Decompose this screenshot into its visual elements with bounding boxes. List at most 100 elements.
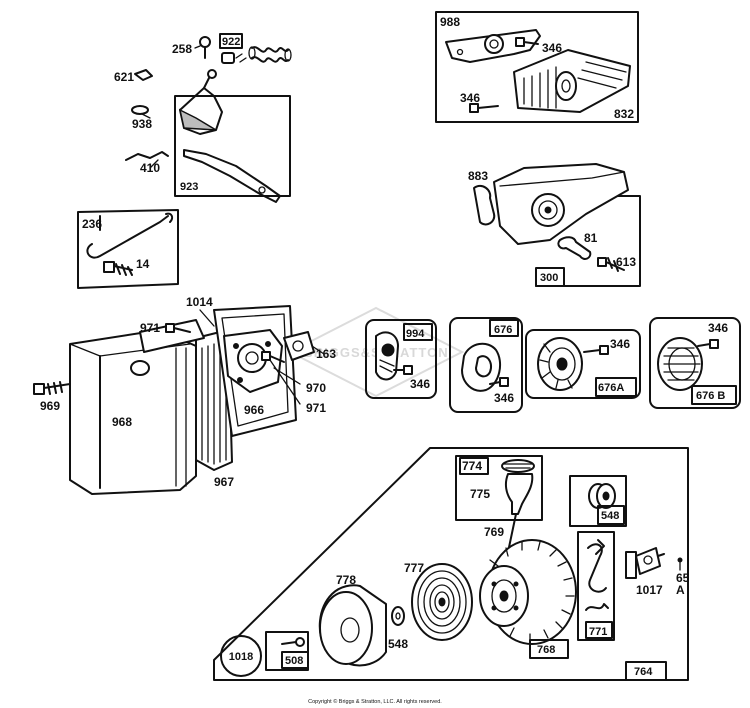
part-81-link bbox=[557, 236, 592, 260]
part-346-screw-d bbox=[489, 377, 509, 387]
box-764 bbox=[625, 661, 667, 681]
label-65A: A bbox=[676, 583, 685, 597]
label-967: 967 bbox=[214, 475, 234, 489]
group-air-cleaner bbox=[33, 305, 325, 495]
part-774-handle-insert bbox=[501, 459, 535, 473]
copyright-text: Copyright © Briggs & Stratton, LLC. All … bbox=[308, 698, 442, 705]
label-613: 613 bbox=[616, 255, 636, 269]
label-968: 968 bbox=[112, 415, 132, 429]
group-300 bbox=[473, 163, 641, 287]
part-346-screw-b bbox=[469, 103, 499, 113]
part-768-pulley bbox=[479, 539, 577, 645]
box-775 bbox=[455, 455, 543, 521]
box-771 bbox=[577, 531, 615, 641]
part-938-washer bbox=[131, 105, 149, 115]
box-676B bbox=[691, 385, 737, 405]
part-258-screw bbox=[199, 36, 211, 59]
label-346-f: 346 bbox=[708, 321, 728, 335]
part-777-spring bbox=[411, 563, 473, 641]
label-768: 768 bbox=[537, 644, 555, 656]
box-922 bbox=[219, 33, 243, 49]
part-771-spring-b bbox=[585, 603, 609, 611]
label-621: 621 bbox=[114, 70, 134, 84]
group-236 bbox=[77, 209, 179, 289]
part-775-handle bbox=[504, 473, 534, 553]
box-764-outline bbox=[213, 447, 689, 681]
part-300-muffler bbox=[493, 163, 629, 245]
part-613-screw bbox=[597, 257, 625, 272]
label-65: 65 bbox=[676, 571, 690, 585]
group-923 bbox=[125, 36, 292, 203]
label-778: 778 bbox=[336, 573, 356, 587]
label-258: 258 bbox=[172, 42, 192, 56]
box-676B-outline bbox=[649, 317, 741, 409]
part-676A-screen bbox=[537, 337, 583, 391]
box-994 bbox=[403, 323, 433, 341]
box-994-outline bbox=[365, 319, 437, 399]
label-548-b: 548 bbox=[388, 637, 408, 651]
label-346-a: 346 bbox=[542, 41, 562, 55]
label-966: 966 bbox=[244, 403, 264, 417]
label-883: 883 bbox=[468, 169, 488, 183]
label-508: 508 bbox=[285, 655, 303, 667]
label-236: 236 bbox=[82, 217, 102, 231]
box-832 bbox=[435, 11, 639, 123]
label-970: 970 bbox=[306, 381, 326, 395]
box-768 bbox=[529, 639, 569, 659]
box-300 bbox=[535, 267, 565, 287]
box-923 bbox=[174, 95, 291, 197]
part-771-spring-a bbox=[587, 543, 607, 593]
part-969-screw bbox=[33, 381, 71, 395]
label-676: 676 bbox=[494, 324, 512, 336]
label-777: 777 bbox=[404, 561, 424, 575]
box-676A-outline bbox=[525, 329, 641, 399]
label-676A: 676A bbox=[598, 382, 624, 394]
group-764: 774 775 769 548 771 1017 bbox=[213, 447, 690, 681]
part-971-screw-a bbox=[165, 323, 191, 333]
label-769: 769 bbox=[484, 525, 504, 539]
part-922-spring bbox=[221, 46, 292, 64]
part-548-washer bbox=[391, 606, 405, 626]
label-81: 81 bbox=[584, 231, 598, 245]
label-1017: 1017 bbox=[636, 583, 663, 597]
group-676B bbox=[649, 317, 741, 409]
box-774 bbox=[459, 457, 489, 475]
box-548 bbox=[569, 475, 627, 527]
label-548-a: 548 bbox=[601, 510, 619, 522]
part-14-screw bbox=[103, 261, 133, 276]
label-676B: 676 B bbox=[696, 390, 725, 402]
part-346-screw-c bbox=[393, 365, 413, 375]
group-832 bbox=[435, 11, 639, 123]
part-346-screw-f bbox=[697, 339, 719, 349]
group-994 bbox=[365, 319, 437, 399]
part-236-link bbox=[86, 215, 169, 259]
label-14: 14 bbox=[136, 257, 150, 271]
part-621-clip bbox=[134, 69, 153, 81]
label-410: 410 bbox=[140, 161, 160, 175]
label-346-e: 346 bbox=[610, 337, 630, 351]
box-676-outline bbox=[449, 317, 523, 413]
label-938: 938 bbox=[132, 117, 152, 131]
label-774: 774 bbox=[462, 459, 482, 473]
label-988: 988 bbox=[440, 15, 460, 29]
part-988-plate bbox=[445, 29, 541, 63]
part-548-pulley bbox=[588, 483, 616, 509]
label-832: 832 bbox=[614, 107, 634, 121]
box-676A bbox=[595, 377, 637, 397]
label-969: 969 bbox=[40, 399, 60, 413]
label-300: 300 bbox=[540, 272, 558, 284]
part-508-screw bbox=[281, 637, 305, 647]
part-base bbox=[223, 329, 283, 393]
box-508 bbox=[281, 651, 309, 669]
label-775: 775 bbox=[470, 487, 490, 501]
part-968-cover bbox=[69, 329, 197, 495]
part-410-link bbox=[125, 151, 169, 161]
label-163: 163 bbox=[316, 347, 336, 361]
group-676 bbox=[449, 317, 523, 413]
part-346-screw-e bbox=[583, 345, 609, 355]
box-236-outline bbox=[77, 209, 179, 289]
label-1018: 1018 bbox=[229, 651, 253, 663]
label-764: 764 bbox=[634, 666, 653, 678]
label-922: 922 bbox=[222, 36, 240, 48]
